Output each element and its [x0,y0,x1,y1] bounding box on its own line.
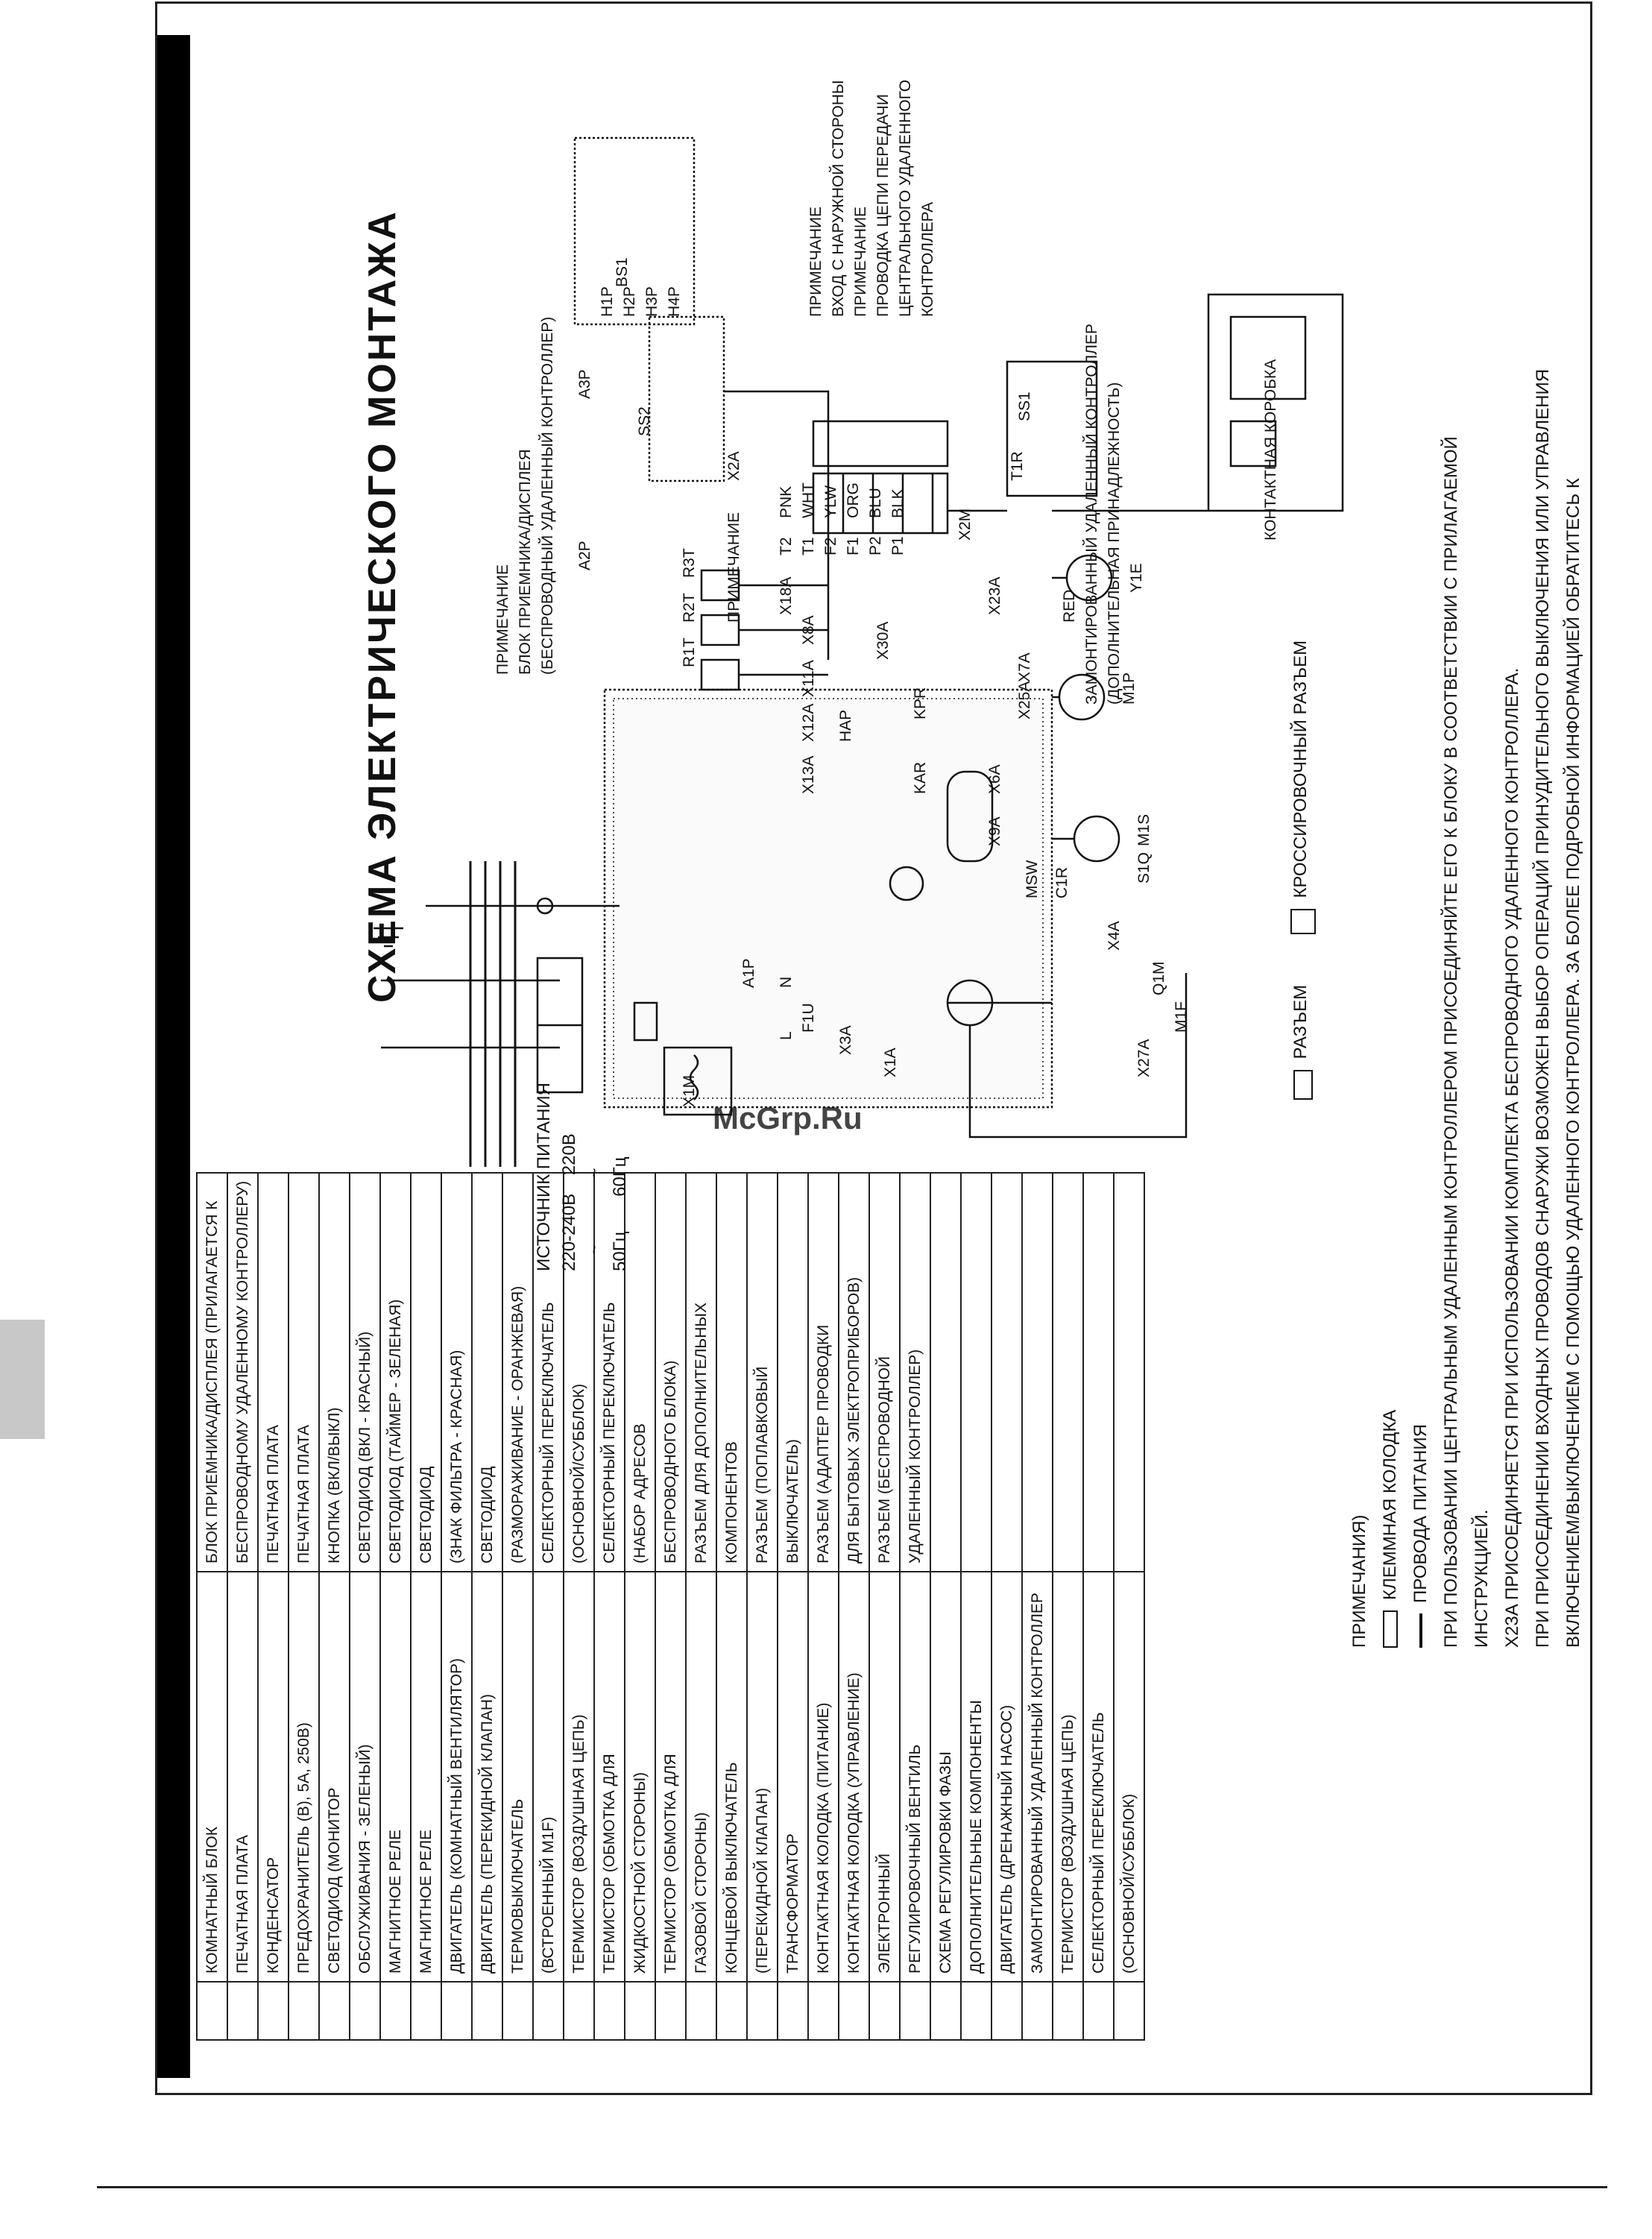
label-note-outdoor-1: ПРИМЕЧАНИЕ [807,207,825,317]
label-x1a: X1A [882,1048,899,1077]
label-x23a: X23A [986,577,1003,615]
contact-box [1207,293,1344,512]
label-x1m: X1M [681,1075,698,1107]
label-t1: T1 [800,537,817,555]
terminal-outdoor [812,472,949,535]
thermistor-r1t [700,658,740,691]
schematic-labels: ПРИМЕЧАНИЕ БЛОК ПРИЕМНИКА/ДИСПЛЕЯ(БЕСПРОВ… [494,80,1279,1107]
label-note-central-4: КОНТРОЛЛЕРА [919,202,936,317]
label-f1u: F1U [800,1003,817,1033]
label-y1e: Y1E [1128,563,1145,593]
label-x11a: X11A [800,660,817,697]
label-pnk: PNK [778,486,795,518]
label-q1m: Q1M [1150,961,1167,995]
label-c1r: C1R [1053,867,1071,898]
label-x13a: X13A [800,756,817,794]
label-h2p: H2P [621,286,638,317]
label-x2a: X2A [725,451,743,481]
remote-controller-box [1006,360,1098,497]
label-x27a: X27A [1135,1039,1153,1077]
pcb-a1p-board [603,688,1053,1109]
label-remote-1: ЗАМОНТИРОВАННЫЙ УДАЛЕННЫЙ КОНТРОЛЛЕР [1082,324,1100,705]
label-bs1: BS1 [614,257,631,287]
label-t1r: T1R [1009,451,1026,481]
label-l: L [778,1031,795,1040]
schematic-drawing: ПРИМЕЧАНИЕ БЛОК ПРИЕМНИКА/ДИСПЛЕЯ(БЕСПРОВ… [373,80,1344,1167]
label-p1: P1 [889,536,907,555]
label-note-a2p-1: ПРИМЕЧАНИЕ [494,564,511,675]
label-m1p: M1P [1120,673,1138,705]
label-x25a: X25A [1016,681,1033,719]
capacitor-c1r [889,866,924,901]
label-a3p: A3P [576,369,593,399]
label-x7a: X7A [1016,652,1033,682]
label-h4p: H4P [666,286,683,317]
transformer-t1r-body [946,770,994,863]
label-x9a: X9A [986,816,1003,846]
label-a1p: A1P [740,958,757,988]
label-x4a: X4A [1106,921,1123,951]
label-note-a2p-3: (БЕСПРОВОДНЫЙ УДАЛЕННЫЙ КОНТРОЛЛЕР) [538,317,556,675]
transformer-t1r [663,1046,733,1116]
label-a2p: A2P [576,541,593,570]
page-edge-tab [0,1320,45,1439]
label-msw: MSW [1024,860,1041,899]
label-n: N [778,977,795,988]
label-p2: P2 [867,536,884,555]
label-x12a: X12A [800,704,817,742]
label-note-pcb: ПРИМЕЧАНИЕ [725,512,743,623]
label-hap: HAP [837,710,854,742]
footer-rule [97,2186,1607,2188]
label-org: ORG [845,482,862,518]
motor-m1s [1073,815,1120,863]
label-ss1: SS1 [1016,391,1033,421]
terminal-central [812,420,949,467]
label-wht: WHT [800,482,817,518]
label-s1q: S1Q [1135,852,1153,884]
label-x30a: X30A [874,622,892,660]
label-t2: T2 [778,537,795,555]
fuse-f1u [633,1001,658,1042]
label-ss2: SS2 [636,406,653,436]
label-h1p: H1P [599,286,616,317]
label-x8a: X8A [800,615,817,645]
label-r1t: R1T [681,637,698,667]
label-ylw: YLW [822,485,839,518]
label-kpr: KPR [912,687,929,719]
pcb-a3p [573,136,696,326]
label-x18a: X18A [778,577,795,615]
label-contact-box: КОНТАКТНАЯ КОРОБКА [1262,359,1279,541]
label-m1f: M1F [1173,1001,1190,1033]
label-red: RED [1061,590,1078,623]
label-note-central-2: ПРОВОДКА ЦЕПИ ПЕРЕДАЧИ [874,94,892,317]
label-note-central-3: ЦЕНТРАЛЬНОГО УДАЛЕННОГО [897,80,914,317]
label-note-a2p-2: БЛОК ПРИЕМНИКА/ДИСПЛЕЯ [517,449,534,675]
label-kar: KAR [912,762,929,794]
label-x6a: X6A [986,764,1003,794]
label-f1: F1 [845,537,862,555]
label-h3p: H3P [643,286,661,317]
label-m1s: M1S [1135,814,1153,846]
label-note-outdoor-2: ВХОД С НАРУЖНОЙ СТОРОНЫ [829,80,847,317]
label-r2t: R2T [681,593,698,623]
label-blu: BLU [867,488,884,518]
label-r3t: R3T [681,548,698,578]
label-f2: F2 [822,537,839,555]
pcb-a2p [648,315,725,482]
label-x2m: X2M [956,508,974,541]
label-note-central-1: ПРИМЕЧАНИЕ [852,207,869,317]
label-blk: BLK [889,488,907,518]
label-remote-2: (ДОПОЛНИТЕЛЬНАЯ ПРИНАДЛЕЖНОСТЬ) [1106,382,1123,705]
black-margin-bar [157,35,190,2078]
label-x3a: X3A [837,1025,854,1055]
